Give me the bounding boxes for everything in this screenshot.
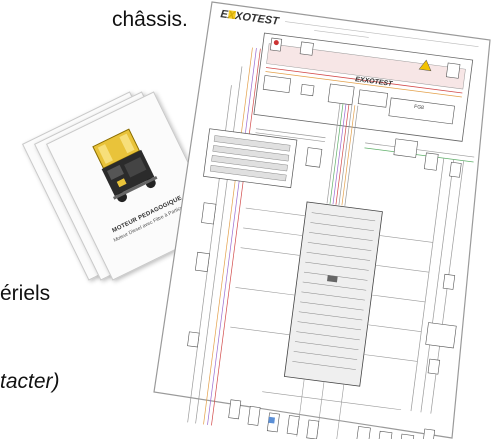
wiring-diagram-sheet: EXXOTEST EXXOTEST FG8 [152, 0, 497, 444]
inner-logo-text: EXXOTEST [355, 76, 394, 88]
central-ecu [283, 201, 383, 387]
manual-cover: MOTEUR PEDAGOGIQUE Moteur Diesel avec Fi… [46, 91, 221, 281]
ecu-block [253, 32, 474, 142]
warning-triangle-icon [418, 59, 432, 72]
text-chassis: châssis. [112, 8, 188, 31]
block-label: FG8 [414, 104, 425, 111]
engine-illustration [92, 128, 158, 203]
text-materiels: ériels [0, 282, 51, 305]
text-contacter: tacter) [0, 370, 60, 393]
wiring-diagram: EXXOTEST EXXOTEST FG8 [153, 1, 491, 444]
documentation-manuals: MOTEUR PEDAGOGIQUE Moteur Diesel avec Fi… [14, 86, 224, 281]
